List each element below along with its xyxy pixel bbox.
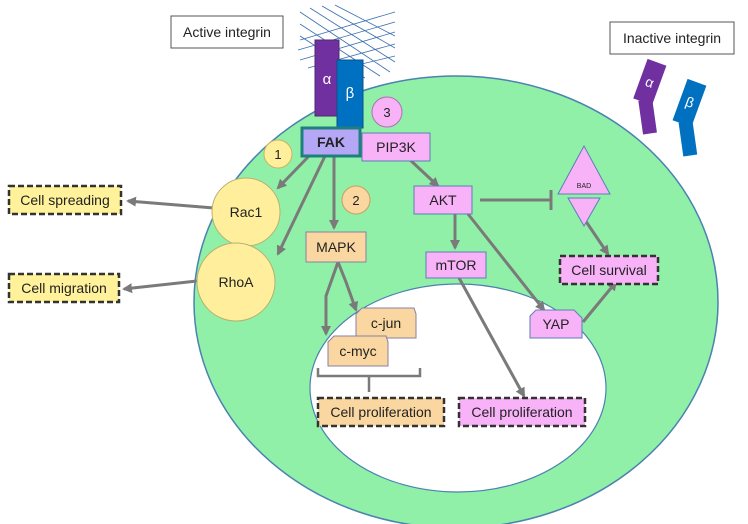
rac1-node: Rac1 (211, 177, 281, 247)
marker-3: 3 (371, 96, 403, 128)
arrows (122, 153, 618, 398)
cell-spreading-text: Cell spreading (20, 192, 110, 208)
rac1-label: Rac1 (230, 204, 263, 220)
alpha-symbol: α (323, 71, 332, 88)
extracellular-matrix-grid (297, 4, 396, 79)
cell-migration-outcome: Cell migration (7, 272, 121, 304)
rhoa-node: RhoA (196, 242, 276, 322)
fak-node: FAK (300, 126, 362, 158)
cell-proliferation-outcome-right: Cell proliferation (457, 396, 587, 428)
cell-survival-outcome: Cell survival (558, 254, 660, 286)
cell-survival-text: Cell survival (571, 262, 646, 278)
arrow-akt-yap (466, 213, 546, 312)
yap-label: YAP (543, 316, 570, 332)
cell-spreading-outcome: Cell spreading (7, 184, 123, 216)
mapk-label: MAPK (316, 239, 356, 255)
arrow-mtor-proliferation (456, 275, 526, 398)
marker-2: 2 (341, 185, 371, 215)
cell-proliferation-outcome-left: Cell proliferation (316, 396, 446, 428)
cell-proliferation-right-text: Cell proliferation (471, 404, 572, 420)
bracket (316, 368, 422, 392)
bad-label: BAD (577, 183, 591, 190)
mtor-label: mTOR (436, 257, 477, 273)
pip3k-node: PIP3K (361, 132, 431, 162)
arrow-fak-rac1 (276, 153, 312, 190)
arrow-mapk-cmyc (321, 261, 340, 336)
arrow-bad-survival (583, 219, 610, 256)
cmyc-node: c-myc (327, 335, 389, 367)
mapk-node: MAPK (305, 231, 367, 263)
fak-label: FAK (317, 134, 345, 150)
active-integrin-text: Active integrin (183, 24, 271, 40)
akt-node: AKT (413, 185, 473, 215)
active-integrin-label: Active integrin (170, 15, 284, 49)
cell-proliferation-left-text: Cell proliferation (330, 404, 431, 420)
inactive-integrin-label: Inactive integrin (609, 21, 735, 55)
arrow-rhoa-migration (122, 279, 198, 294)
inactive-integrin-text: Inactive integrin (623, 30, 721, 46)
mtor-node: mTOR (425, 251, 487, 279)
cjun-label: c-jun (371, 315, 401, 331)
akt-label: AKT (429, 192, 457, 208)
arrow-rac1-spreading (126, 196, 215, 210)
active-integrin-alpha-subunit: α (314, 39, 340, 117)
inactive-integrin-beta-subunit: β (672, 78, 707, 157)
marker-3-text: 3 (383, 105, 390, 120)
pip3k-label: PIP3K (376, 139, 416, 155)
inactive-integrin-alpha-subunit: α (633, 58, 667, 135)
marker-1-text: 1 (274, 147, 281, 162)
arrow-pip3k-akt (406, 156, 440, 188)
cell-migration-text: Cell migration (21, 280, 107, 296)
cjun-node: c-jun (355, 307, 417, 339)
yap-node: YAP (529, 309, 583, 339)
beta-symbol: β (346, 85, 355, 102)
marker-2-text: 2 (352, 193, 359, 208)
rhoa-label: RhoA (218, 274, 254, 290)
arrow-mapk-cjun (336, 261, 359, 312)
active-integrin-beta-subunit: β (336, 59, 364, 129)
marker-1: 1 (263, 139, 293, 169)
cmyc-label: c-myc (339, 343, 376, 359)
arrow-yap-survival (581, 280, 618, 323)
arrow-fak-rhoa (276, 155, 327, 256)
bad-node: BAD (557, 144, 611, 228)
